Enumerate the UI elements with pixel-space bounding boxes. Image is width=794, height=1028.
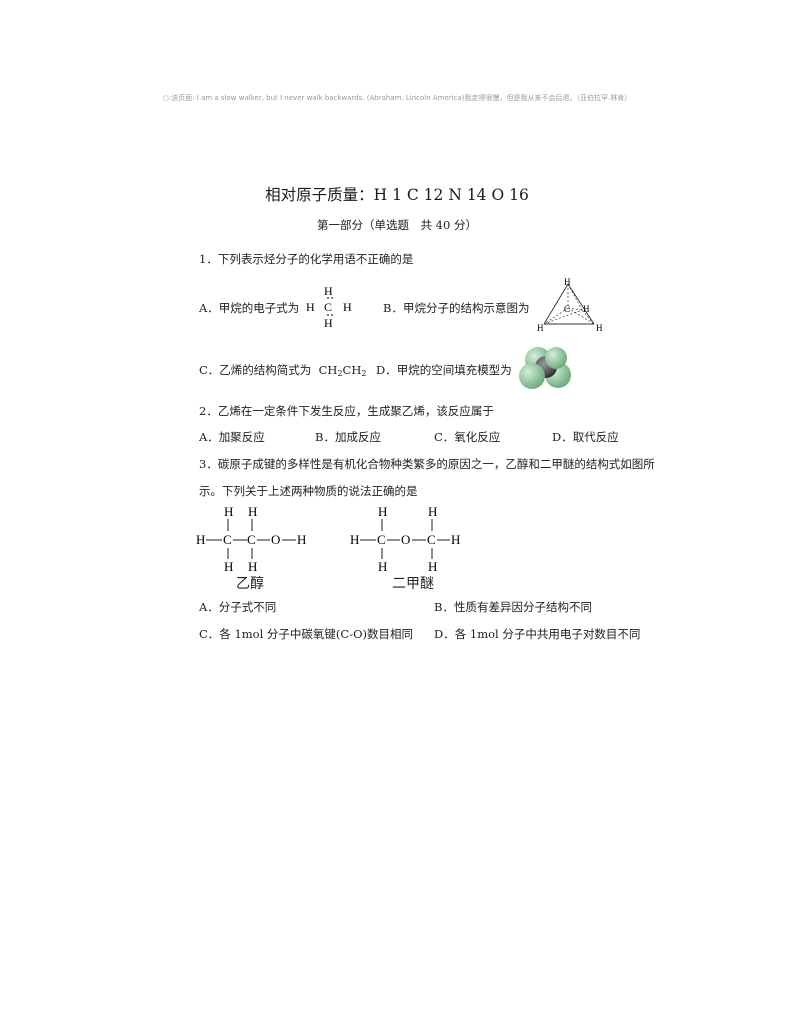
atom-h: H [306, 300, 315, 314]
q2-option-d: D．取代反应 [552, 430, 619, 444]
atom-c: C [377, 532, 386, 547]
atom-h: H [378, 504, 387, 519]
atom-h: H [224, 504, 233, 519]
q1-option-d: D．甲烷的空间填充模型为 [376, 363, 512, 377]
atom-h: H [248, 504, 257, 519]
atom-h: H [350, 532, 359, 547]
atom-h: H [378, 559, 387, 574]
section-heading: 第一部分（单选题 共 40 分） [317, 218, 477, 232]
atom-c: C [564, 304, 570, 314]
methane-structure-diagram: H C H H H [537, 277, 603, 333]
q1-option-b: B．甲烷分子的结构示意图为 [383, 301, 530, 315]
atom-h: H [428, 559, 437, 574]
atom-h: H [564, 277, 571, 287]
page-title: 相对原子质量：H 1 C 12 N 14 O 16 [265, 186, 529, 204]
methane-space-filling-model [519, 347, 571, 389]
atom-c: C [247, 532, 256, 547]
q1-option-a: A．甲烷的电子式为 [199, 301, 300, 315]
atom-h: H [196, 532, 205, 547]
atom-h: H [224, 559, 233, 574]
atom-h: H [596, 323, 603, 333]
q2-option-c: C．氧化反应 [434, 430, 501, 444]
header-note: ○:该页面: I am a slow walker, but I never w… [162, 94, 632, 102]
atom-c: C [427, 532, 436, 547]
q3-stem-line1: 3．碳原子成键的多样性是有机化合物种类繁多的原因之一，乙醇和二甲醚的结构式如图所 [199, 457, 655, 471]
atom-h: H [324, 316, 333, 330]
atom-h: H [324, 284, 333, 298]
q1-option-c: C．乙烯的结构简式为 CH2CH2 [199, 363, 367, 378]
dimethyl-ether-structural-formula: H H H C O C H H H [350, 504, 460, 574]
q2-stem: 2．乙烯在一定条件下发生反应，生成聚乙烯，该反应属于 [199, 404, 494, 418]
dimethyl-ether-label: 二甲醚 [392, 576, 434, 592]
atom-o: O [401, 532, 410, 547]
atom-h: H [343, 300, 352, 314]
q1-stem: 1．下列表示烃分子的化学用语不正确的是 [199, 252, 414, 266]
ethanol-label: 乙醇 [236, 576, 264, 592]
atom-h: H [297, 532, 306, 547]
atom-h: H [583, 304, 590, 314]
q3-option-d: D．各 1mol 分子中共用电子对数目不同 [434, 627, 641, 641]
q2-option-b: B．加成反应 [315, 430, 381, 444]
q3-option-b: B．性质有差异因分子结构不同 [434, 600, 592, 614]
ethylene-formula: CH2CH2 [318, 363, 367, 378]
atom-o: O [271, 532, 280, 547]
methane-electron-formula: H H C H H [306, 284, 352, 330]
q3-option-c: C．各 1mol 分子中碳氧键(C-O)数目相同 [199, 627, 414, 641]
q3-stem-line2: 示。下列关于上述两种物质的说法正确的是 [199, 484, 418, 498]
atom-h: H [248, 559, 257, 574]
atom-c: C [223, 532, 232, 547]
atom-h: H [428, 504, 437, 519]
atom-h: H [451, 532, 460, 547]
q2-option-a: A．加聚反应 [199, 430, 265, 444]
q3-option-a: A．分子式不同 [199, 600, 277, 614]
atom-c: C [324, 300, 332, 314]
atom-h: H [537, 323, 544, 333]
ethanol-structural-formula: H H H C C O H H H [196, 504, 306, 574]
